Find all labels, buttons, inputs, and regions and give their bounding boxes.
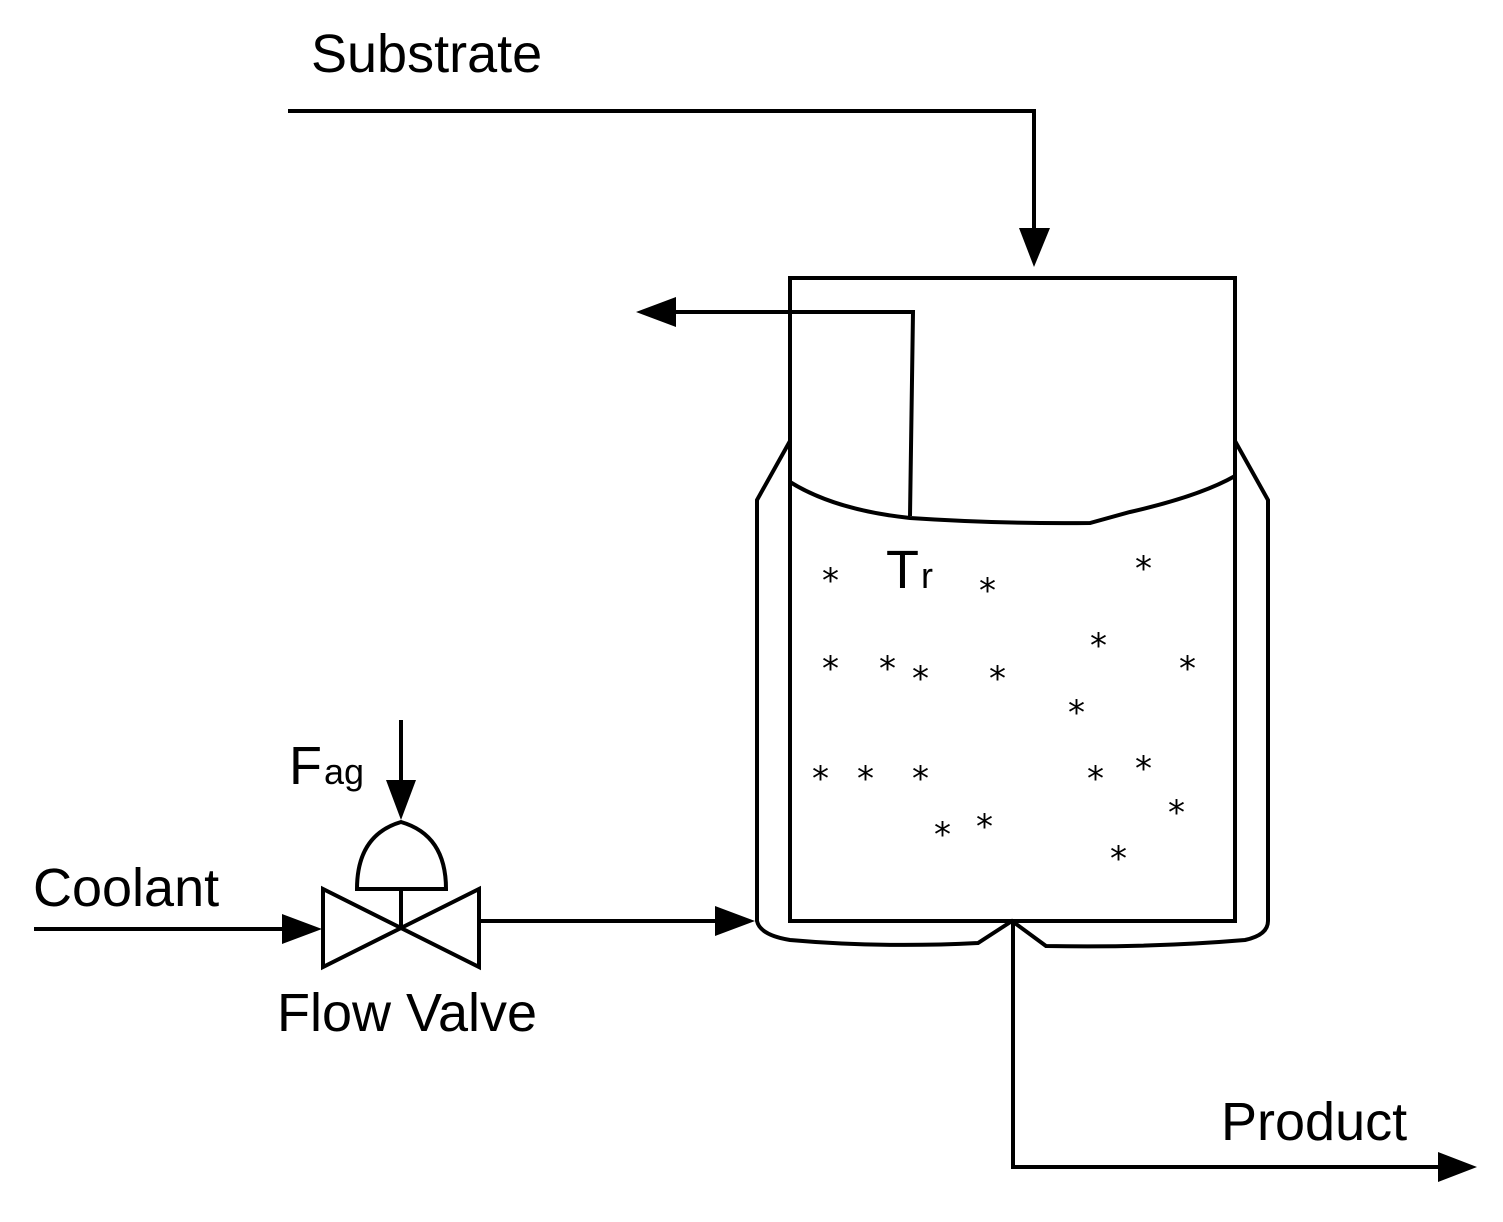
- valve-body-left: [321, 885, 406, 971]
- coolant-arrowhead: [282, 914, 322, 944]
- particle: *: [979, 571, 996, 611]
- particle: *: [1179, 649, 1196, 689]
- particle: *: [1068, 693, 1085, 733]
- particle: *: [879, 649, 896, 689]
- particle: *: [1135, 749, 1152, 789]
- flow-valve-label: Flow Valve: [277, 983, 537, 1043]
- flow-signal-arrowhead: [386, 780, 416, 820]
- temperature-signal-arrowhead: [636, 297, 676, 327]
- flow-signal-label: Fag: [289, 736, 364, 796]
- temperature-sensor-line: [636, 297, 916, 517]
- particle: *: [857, 759, 874, 799]
- flow-signal-line: [386, 720, 416, 820]
- substrate-arrowhead: [1019, 228, 1050, 267]
- particle: *: [934, 815, 951, 855]
- particle: *: [989, 659, 1006, 699]
- particle: *: [976, 807, 993, 847]
- particle: *: [1087, 759, 1104, 799]
- product-outlet-line: [1011, 921, 1477, 1182]
- coolant-inlet-line: [34, 914, 322, 944]
- particle: *: [1110, 839, 1127, 879]
- particle: *: [1135, 549, 1152, 589]
- valve-body-right: [396, 885, 481, 971]
- valve-to-jacket-line: [479, 906, 755, 936]
- substrate-feed-line: [288, 109, 1050, 267]
- substrate-label: Substrate: [311, 24, 542, 84]
- jacket-inlet-arrowhead: [715, 906, 755, 936]
- coolant-label: Coolant: [33, 858, 219, 918]
- particle: *: [1168, 793, 1185, 833]
- particle: *: [912, 659, 929, 699]
- cooling-jacket: [755, 440, 1270, 949]
- liquid-surface: [788, 474, 1236, 526]
- flow-valve: [321, 819, 481, 971]
- particle: *: [1090, 626, 1107, 666]
- particle: *: [822, 649, 839, 689]
- temperature-label: Tr: [886, 540, 933, 600]
- particle: *: [812, 759, 829, 799]
- particle: *: [912, 759, 929, 799]
- product-label: Product: [1221, 1092, 1407, 1152]
- particles: * * * * * * * * * * * * * * * * * * *: [812, 549, 1196, 879]
- particle: *: [822, 561, 839, 601]
- product-arrowhead: [1438, 1152, 1477, 1182]
- valve-actuator: [354, 819, 449, 891]
